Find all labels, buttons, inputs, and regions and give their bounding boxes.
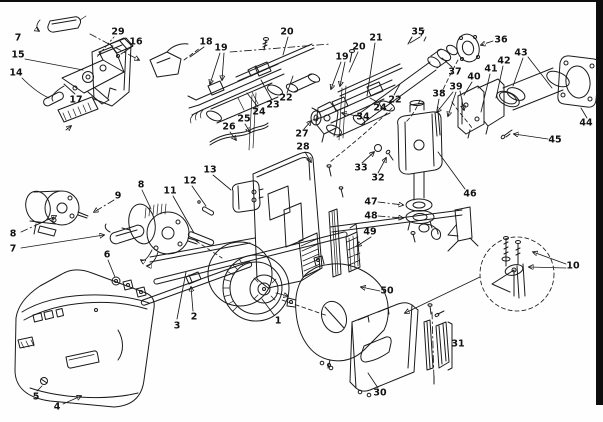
fuel-pump xyxy=(329,59,473,243)
part-label-15: 15 xyxy=(11,49,25,61)
part-label-7a: 7 xyxy=(14,32,22,44)
part-label-20a: 20 xyxy=(280,26,294,38)
flame-sensor xyxy=(89,33,201,78)
part-label-35: 35 xyxy=(411,26,425,38)
mounting-bracket xyxy=(91,37,132,107)
capacitor xyxy=(104,223,145,245)
part-label-41: 41 xyxy=(484,63,498,75)
part-label-45: 45 xyxy=(548,134,562,146)
part-label-8a: 8 xyxy=(137,179,145,191)
part-label-24a: 24 xyxy=(252,106,266,118)
mounting-flange xyxy=(557,55,600,108)
flange-screw xyxy=(500,129,513,140)
burner-cover xyxy=(14,269,155,408)
part-label-22b: 22 xyxy=(388,94,402,106)
part-label-47: 47 xyxy=(364,196,378,208)
part-label-32: 32 xyxy=(371,172,385,184)
gun-holder-bracket xyxy=(457,78,526,139)
part-label-43: 43 xyxy=(514,47,528,59)
part-label-26: 26 xyxy=(222,121,236,133)
part-label-24b: 24 xyxy=(373,102,387,114)
electrode-assembly-right xyxy=(310,49,403,143)
end-cover xyxy=(349,302,419,398)
part-label-16: 16 xyxy=(129,36,143,48)
part-label-22a: 22 xyxy=(279,92,293,104)
part-label-7b: 7 xyxy=(9,243,17,255)
part-label-11: 11 xyxy=(163,185,177,197)
part-label-44: 44 xyxy=(579,117,593,129)
part-label-4: 4 xyxy=(53,401,61,413)
small-pin xyxy=(197,200,214,216)
part-label-28: 28 xyxy=(296,141,310,153)
leader-lines xyxy=(20,36,588,405)
part-label-3: 3 xyxy=(173,320,181,332)
chassis-plate xyxy=(248,85,361,289)
part-label-14: 14 xyxy=(9,67,23,79)
part-label-27: 27 xyxy=(295,128,309,140)
part-label-12: 12 xyxy=(183,175,197,187)
motor-small xyxy=(25,190,89,237)
chassis-beam xyxy=(149,206,479,263)
part-label-19b: 19 xyxy=(335,51,349,63)
part-label-1: 1 xyxy=(274,315,282,327)
nozzle-capsule xyxy=(37,15,87,33)
part-label-18: 18 xyxy=(199,36,213,48)
part-label-50: 50 xyxy=(380,285,394,297)
part-label-31: 31 xyxy=(451,338,465,350)
part-label-6: 6 xyxy=(103,249,111,261)
terminal-strip xyxy=(57,96,99,130)
part-label-38: 38 xyxy=(432,88,446,100)
part-label-40: 40 xyxy=(467,71,481,83)
part-label-29: 29 xyxy=(111,26,125,38)
part-label-9: 9 xyxy=(114,190,122,202)
flange-ring xyxy=(456,33,480,63)
ignition-transformer xyxy=(232,180,264,213)
part-label-33: 33 xyxy=(354,162,368,174)
part-label-36: 36 xyxy=(494,34,508,46)
part-label-42: 42 xyxy=(497,55,511,67)
bent-rod xyxy=(209,122,269,146)
part-label-23: 23 xyxy=(266,99,280,111)
drawtube-assembly xyxy=(352,29,458,126)
part-label-8b: 8 xyxy=(9,228,17,240)
part-label-17: 17 xyxy=(69,94,83,106)
part-label-30: 30 xyxy=(373,387,387,399)
fan-housing xyxy=(286,255,389,371)
part-label-46: 46 xyxy=(463,188,477,200)
small-fasteners xyxy=(338,110,441,198)
part-label-20b: 20 xyxy=(352,41,366,53)
part-label-19a: 19 xyxy=(214,42,228,54)
electrode-assembly-left xyxy=(187,37,321,124)
part-label-49: 49 xyxy=(363,226,377,238)
scan-border xyxy=(0,0,603,405)
part-label-39: 39 xyxy=(449,81,463,93)
part-label-34: 34 xyxy=(356,111,370,123)
detail-circle xyxy=(405,236,555,314)
part-label-25: 25 xyxy=(237,113,251,125)
part-label-5: 5 xyxy=(32,391,40,403)
air-tube xyxy=(496,67,570,111)
part-label-13: 13 xyxy=(203,164,217,176)
part-label-21: 21 xyxy=(369,32,383,44)
part-label-37: 37 xyxy=(448,66,462,78)
part-label-10: 10 xyxy=(566,260,580,272)
part-label-48: 48 xyxy=(364,210,378,222)
part-label-2: 2 xyxy=(190,311,198,323)
gasket-plates xyxy=(423,303,456,385)
